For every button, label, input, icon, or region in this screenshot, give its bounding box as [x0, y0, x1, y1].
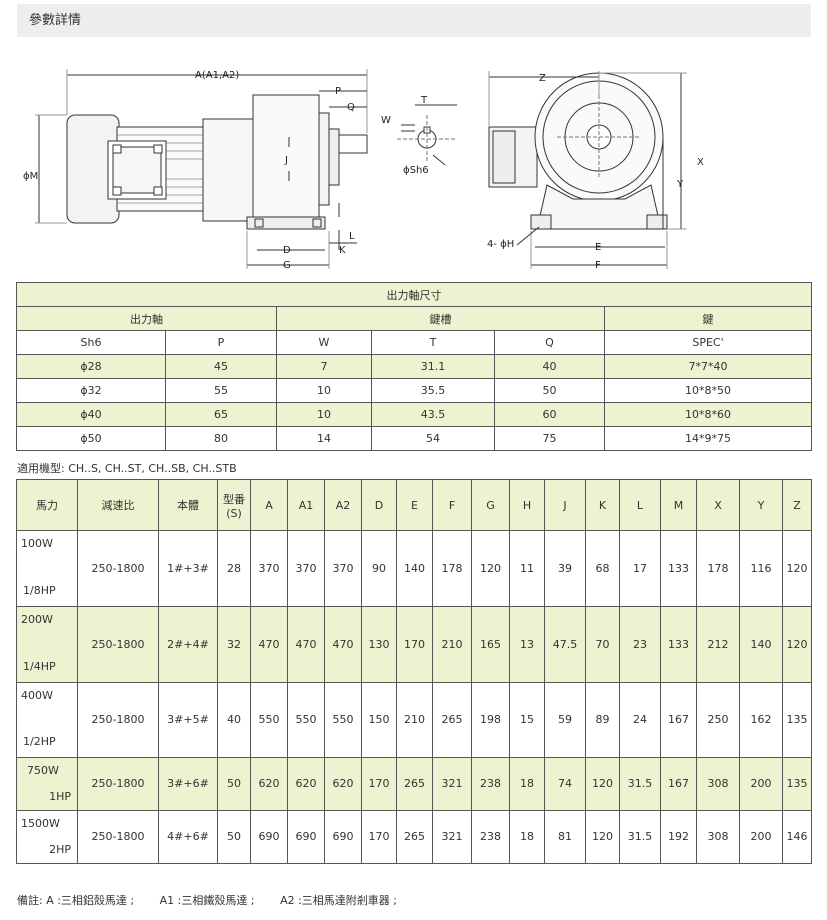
- dim-q-label: Q: [347, 102, 355, 113]
- dim-sh6-label: ϕSh6: [403, 165, 429, 176]
- dim-f-label: F: [595, 260, 601, 271]
- group-key: 鍵: [604, 306, 812, 331]
- section-title: 參數詳情: [29, 13, 82, 28]
- col-q: Q: [494, 330, 605, 355]
- dim-h-label: 4- ϕH: [487, 239, 514, 250]
- remark-a1: A1 :三相鐵殼馬達 ;: [159, 894, 255, 907]
- section-header: 參數詳情: [17, 4, 811, 37]
- group-output-shaft: 出力軸: [16, 306, 277, 331]
- remark-a: 備註: A :三相鋁殼馬達 ;: [17, 894, 135, 907]
- dim-z-label: Z: [539, 73, 546, 84]
- dim-k-label: K: [339, 245, 346, 256]
- remarks: 備註: A :三相鋁殼馬達 ; A1 :三相鐵殼馬達 ; A2 :三相馬達附剎車…: [17, 892, 419, 908]
- dim-m-label: ϕM: [23, 171, 38, 182]
- spec-table: 馬力 減速比 本體 型番 (S) A A1 A2 D E F G H J K L…: [16, 479, 812, 864]
- spec-header-row: 馬力 減速比 本體 型番 (S) A A1 A2 D E F G H J K L…: [16, 479, 812, 531]
- dim-a-label: A(A1,A2): [195, 70, 239, 81]
- dim-t-label: T: [420, 95, 428, 106]
- dimension-drawing: A(A1,A2) P Q W T Z ϕM J ϕSh6 X Y L D K G…: [23, 69, 704, 271]
- dim-x-label: X: [697, 157, 704, 168]
- group-keyway: 鍵槽: [276, 306, 605, 331]
- dim-w-label: W: [381, 115, 391, 126]
- col-sh6: Sh6: [16, 330, 166, 355]
- shaft-table-title: 出力軸尺寸: [16, 282, 812, 307]
- dim-j-label: J: [284, 155, 288, 166]
- col-w: W: [276, 330, 372, 355]
- col-p: P: [165, 330, 277, 355]
- dim-g-label: G: [283, 260, 291, 271]
- col-t: T: [371, 330, 495, 355]
- remark-a2: A2 :三相馬達附剎車器 ;: [280, 894, 398, 907]
- dim-d-label: D: [283, 245, 291, 256]
- dim-y-label: Y: [676, 179, 684, 190]
- dim-e-label: E: [595, 242, 601, 253]
- applicable-models: 適用機型: CH..S, CH..ST, CH..SB, CH..STB: [17, 462, 237, 475]
- dim-l-label: L: [349, 231, 355, 242]
- dim-p-label: P: [335, 86, 341, 97]
- col-spec: SPEC': [604, 330, 812, 355]
